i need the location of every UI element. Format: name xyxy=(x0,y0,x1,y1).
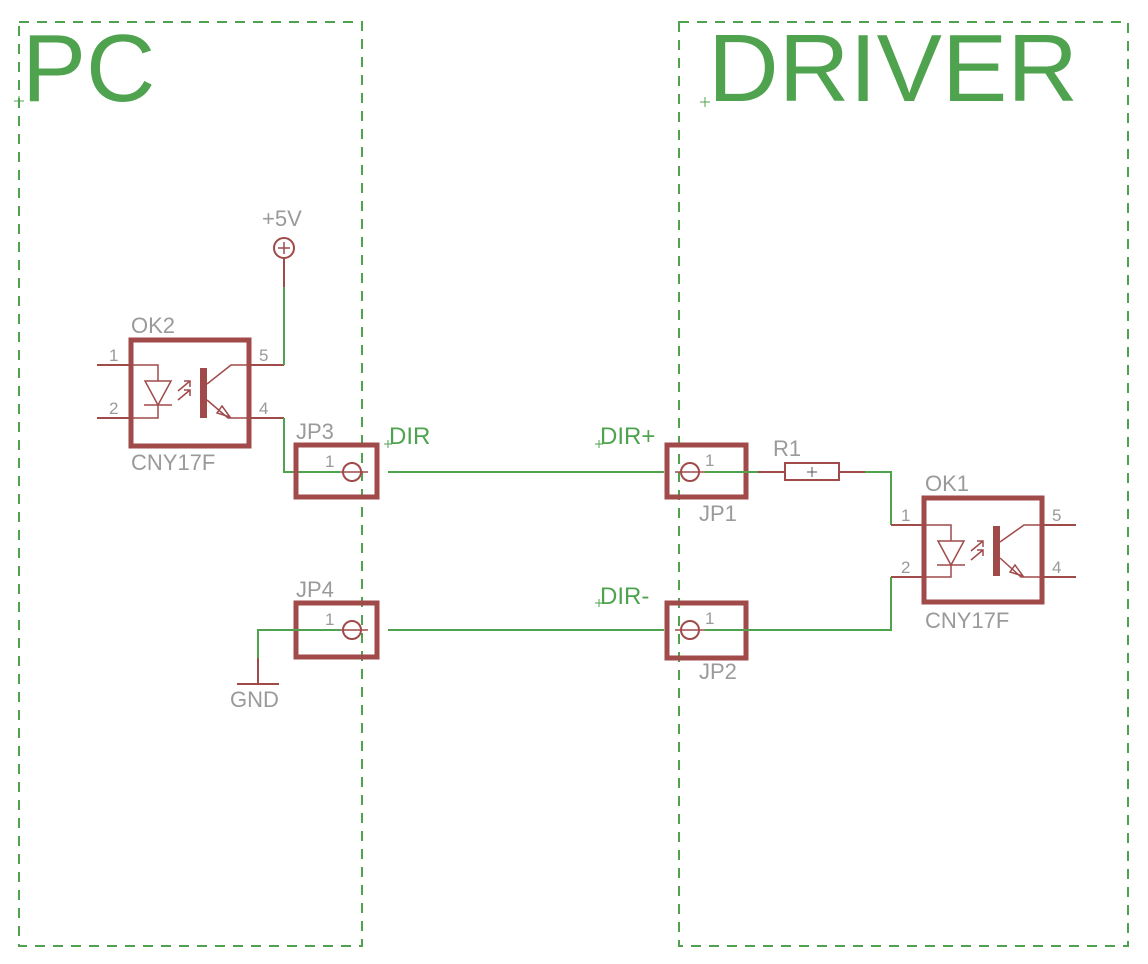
connector-jp3[interactable]: JP3 1 xyxy=(293,419,380,500)
gnd-label: GND xyxy=(230,687,279,712)
jp4-name: JP4 xyxy=(296,577,334,602)
frame-pc-origin-icon xyxy=(14,96,24,106)
net-dir-minus-origin-icon xyxy=(595,599,603,607)
ok2-pin-2-number: 2 xyxy=(109,399,118,418)
ok2-name: OK2 xyxy=(131,313,175,338)
net-ok2-jp3-wire[interactable] xyxy=(283,418,340,473)
jp2-name: JP2 xyxy=(699,659,737,684)
frame-driver[interactable]: DRIVER xyxy=(678,15,1129,947)
frame-driver-title: DRIVER xyxy=(708,15,1078,122)
ok1-pin-5-number: 5 xyxy=(1052,506,1061,525)
ok2-value: CNY17F xyxy=(131,450,215,475)
led-icon xyxy=(924,524,984,578)
ground-symbol[interactable]: GND xyxy=(230,658,279,712)
connector-jp4[interactable]: JP4 1 xyxy=(293,577,380,660)
optocoupler-ok1[interactable]: OK1 CNY17F 1 2 5 4 xyxy=(891,471,1076,633)
frame-driver-origin-icon xyxy=(700,97,710,107)
jp1-pin-number: 1 xyxy=(705,451,714,470)
jp3-pin-number: 1 xyxy=(325,452,334,471)
ok2-body xyxy=(128,337,252,449)
frame-pc-title: PC xyxy=(22,15,155,122)
resistor-r1[interactable]: R1 xyxy=(758,436,865,481)
r1-origin-icon xyxy=(807,467,817,477)
supply-5v-label: +5V xyxy=(262,206,302,231)
jp2-pin-number: 1 xyxy=(705,609,714,628)
plus-icon xyxy=(278,242,290,254)
net-gnd-wire[interactable] xyxy=(257,629,340,658)
r1-name: R1 xyxy=(773,436,801,461)
net-label-dir-minus: DIR- xyxy=(600,583,649,610)
supply-5v[interactable]: +5V xyxy=(262,206,302,287)
net-label-dir-plus: DIR+ xyxy=(600,423,655,450)
optocoupler-ok2[interactable]: OK2 CNY17F 1 2 5 4 xyxy=(97,313,284,475)
ok2-pin-1-number: 1 xyxy=(109,346,118,365)
ok2-pin-5-number: 5 xyxy=(259,346,268,365)
ok2-pin-4-number: 4 xyxy=(259,399,268,418)
net-r1-ok1-wire[interactable] xyxy=(865,471,892,525)
ok1-pin-2-number: 2 xyxy=(901,558,910,577)
jp4-pin-number: 1 xyxy=(325,610,334,629)
phototransistor-icon xyxy=(993,524,1042,578)
ok1-pin-4-number: 4 xyxy=(1052,558,1061,577)
led-icon xyxy=(131,364,191,419)
net-dir-origin-icon xyxy=(384,440,392,448)
net-label-dir: DIR xyxy=(389,423,430,450)
net-dir-plus-origin-icon xyxy=(595,440,603,448)
frame-pc-border xyxy=(18,21,363,947)
jp3-body xyxy=(293,442,380,500)
phototransistor-icon xyxy=(200,364,249,419)
connector-jp1[interactable]: 1 JP1 xyxy=(664,442,749,526)
jp1-name: JP1 xyxy=(699,501,737,526)
frame-driver-border xyxy=(678,21,1129,947)
jp3-name: JP3 xyxy=(296,419,334,444)
net-jp2-ok1-wire[interactable] xyxy=(705,577,892,631)
ok1-pin-1-number: 1 xyxy=(901,506,910,525)
ok1-body xyxy=(921,495,1045,605)
frame-pc[interactable]: PC xyxy=(14,15,363,947)
ok1-name: OK1 xyxy=(925,471,969,496)
ok1-value: CNY17F xyxy=(925,608,1009,633)
